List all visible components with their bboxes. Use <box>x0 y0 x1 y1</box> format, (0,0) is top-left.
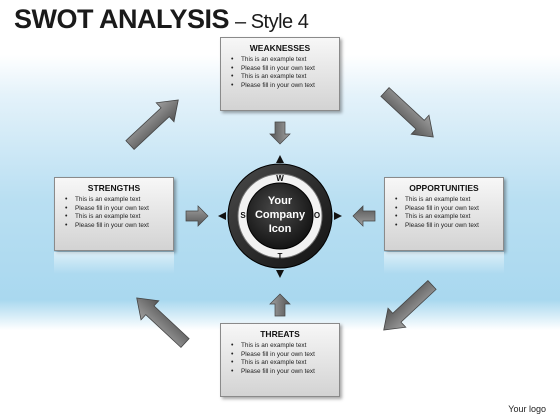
company-icon-placeholder: Your Company Icon <box>250 194 310 236</box>
compass-tick-s <box>276 270 284 278</box>
list-item: This is an example text <box>395 196 497 205</box>
weaknesses-heading: WEAKNESSES <box>249 43 311 53</box>
list-item: This is an example text <box>231 342 333 351</box>
list-item: Please fill in your own text <box>395 205 497 214</box>
opportunities-heading: OPPORTUNITIES <box>409 183 479 193</box>
list-item: Please fill in your own text <box>231 65 333 74</box>
opportunities-list: This is an example text Please fill in y… <box>391 196 497 230</box>
logo-placeholder: Your logo <box>508 404 546 414</box>
inner-disc <box>246 182 314 250</box>
center-line-2: Company <box>254 209 306 221</box>
list-item: Please fill in your own text <box>395 222 497 231</box>
list-item: This is an example text <box>65 213 167 222</box>
arrow-in-left <box>185 205 209 227</box>
list-item: Please fill in your own text <box>231 351 333 360</box>
arrow-threats-to-strengths <box>136 297 190 348</box>
list-item: Please fill in your own text <box>65 222 167 231</box>
list-item: This is an example text <box>65 196 167 205</box>
slide-title: SWOT ANALYSIS– Style 4 <box>14 4 309 35</box>
compass-tick-n <box>276 155 284 163</box>
compass-letter-t: T <box>277 252 283 261</box>
threats-list: This is an example text Please fill in y… <box>227 342 333 376</box>
strengths-list: This is an example text Please fill in y… <box>61 196 167 230</box>
arrow-opportunities-to-threats <box>383 280 437 331</box>
compass-letter-o: O <box>313 211 321 220</box>
list-item: This is an example text <box>231 73 333 82</box>
threats-heading: THREATS <box>260 329 300 339</box>
list-item: Please fill in your own text <box>231 368 333 377</box>
compass-letter-s: S <box>240 211 246 220</box>
list-item: This is an example text <box>395 213 497 222</box>
list-item: Please fill in your own text <box>65 205 167 214</box>
arrow-in-top <box>269 121 291 145</box>
arrow-in-bottom <box>269 293 291 317</box>
center-compass <box>218 155 342 278</box>
weaknesses-list: This is an example text Please fill in y… <box>227 56 333 90</box>
title-subtitle: – Style 4 <box>235 11 309 33</box>
list-item: This is an example text <box>231 359 333 368</box>
compass-tick-e <box>334 212 342 220</box>
center-line-1: Your <box>267 195 293 207</box>
compass-letter-w: W <box>276 174 284 183</box>
arrow-weaknesses-to-opportunities <box>380 87 434 138</box>
list-item: Please fill in your own text <box>231 82 333 91</box>
compass-tick-w <box>218 212 226 220</box>
title-main: SWOT ANALYSIS <box>14 4 230 34</box>
weaknesses-box: WEAKNESSES This is an example text Pleas… <box>220 37 340 111</box>
opportunities-box: OPPORTUNITIES This is an example text Pl… <box>384 177 504 251</box>
center-line-3: Icon <box>268 223 292 235</box>
threats-box: THREATS This is an example text Please f… <box>220 323 340 397</box>
arrow-strengths-to-weaknesses <box>125 99 179 150</box>
arrow-in-right <box>352 205 376 227</box>
strengths-heading: STRENGTHS <box>87 183 141 193</box>
strengths-box: STRENGTHS This is an example text Please… <box>54 177 174 251</box>
list-item: This is an example text <box>231 56 333 65</box>
